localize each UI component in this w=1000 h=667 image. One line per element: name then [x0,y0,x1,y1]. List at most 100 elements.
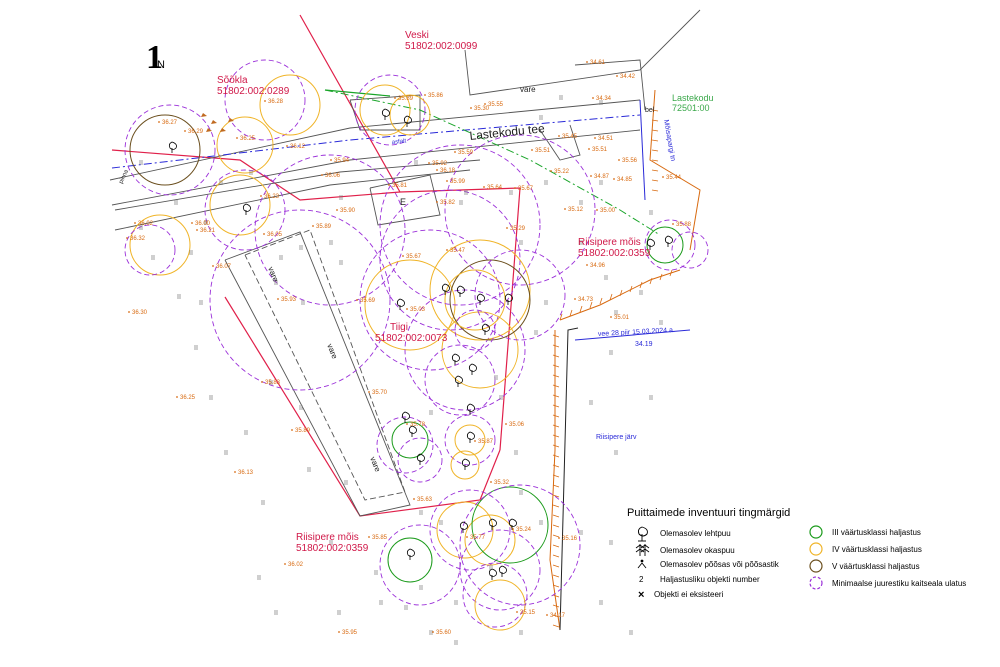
water-note: vee 28 piir 15.03.2024 a. [598,327,675,338]
root-protection-circle [404,289,526,411]
legend-label-shrub: Olemasolev põõsas või põõsastik [660,560,780,569]
hedge-mark [220,128,226,132]
parcel-labels: Veski 51802:002:0099 Sõõkla 51802:002:02… [217,30,651,554]
class-iii-canopy [387,537,433,583]
deciduous-tree-icon [406,548,415,560]
class-iv-canopy [454,424,486,456]
parcel-name-tiigi: Tiigi [390,322,408,333]
bel-label: bel [645,107,655,114]
elevation-point: 35.90 [336,208,356,214]
grass-mark [609,350,613,355]
root-protection-circle [671,231,709,269]
deciduous-tree-icon [456,285,465,297]
elevation-point: 35.83 [261,380,281,386]
grass-mark [244,430,248,435]
legend-number-symbol: 2 [639,575,644,584]
hut [369,174,441,226]
elevation-point: 36.13 [234,470,254,476]
north-letter: N [157,59,165,71]
pinna-label: pinna [118,168,130,184]
class-iii-canopy [391,421,429,459]
grass-mark [599,100,603,105]
deciduous-tree-icon [401,411,410,423]
elevation-point: 35.95 [338,630,358,636]
grass-mark [219,180,223,185]
elevation-label: 35.01 [614,315,630,321]
root-protection-circle [397,437,443,483]
legend-circle-root [809,576,823,590]
elevation-label: 35.00 [600,208,616,214]
elevation-point: 35.81 [388,183,408,189]
root-protection-circle [124,104,216,196]
elevation-point: 35.51 [531,148,551,154]
root-protection-circle [224,59,306,141]
elevation-label: 35.82 [440,200,456,206]
root-protection-circle [209,209,391,391]
root-protection-circle [379,524,461,606]
grass-mark [199,300,203,305]
grass-mark [301,300,305,305]
elevation-label: 35.89 [398,96,414,102]
elevation-label: 35.29 [510,226,526,232]
grass-mark [339,195,343,200]
elevation-label: 35.12 [568,207,584,213]
grass-mark [604,275,608,280]
grass-mark [329,540,333,545]
class-iv-canopy [129,214,191,276]
grass-mark [539,520,543,525]
elevation-point: 35.85 [368,535,388,541]
feature-labels: Lastekodu tee vare vare vare vare E Mõis… [118,85,676,474]
grass-mark [269,380,273,385]
elevation-label: 35.60 [436,630,452,636]
elevation-point: 35.92 [428,161,448,167]
elevation-label: 35.32 [494,480,510,486]
elevation-label: 35.90 [340,208,356,214]
elevation-point: 35.32 [490,480,510,486]
legend-label-iii: III väärtusklassi haljastus [832,528,921,537]
class-iv-canopy [450,450,480,480]
elevation-label: 35.22 [554,169,570,175]
elevation-point: 35.82 [436,200,456,206]
elevation-point: 36.23 [260,194,280,200]
class-iv-canopy [436,501,494,559]
elevation-point: 36.25 [236,136,256,142]
deciduous-tree-icon [664,235,673,247]
grass-mark [614,450,618,455]
elevation-label: 35.89 [316,224,332,230]
elevation-point: 36.06 [321,173,341,179]
elevation-label: 36.06 [325,173,341,179]
legend-label-v: V väärtusklassi haljastus [832,562,920,571]
parcel-name-veski: Veski [405,30,429,41]
elevation-label: 35.99 [450,179,466,185]
class-v-canopy [129,114,201,186]
parcel-boundaries [111,14,521,517]
elevation-point: 35.60 [432,630,452,636]
side-street-label: Mõisapargi tn [662,119,676,162]
elevation-point: 36.02 [284,562,304,568]
grass-mark [249,170,253,175]
elevation-label: 34.73 [578,297,594,303]
elevation-point: 35.89 [394,96,414,102]
deciduous-tree-icon [396,298,405,310]
class-iv-canopy [441,311,519,389]
parcel-code-veski: 51802:002:0099 [405,41,478,52]
legend-title: Puittaimede inventuuri tingmärgid [627,507,790,519]
utility-green-west [324,89,391,97]
legend-label-number: Haljastusliku objekti number [660,575,760,584]
elevation-label: 35.81 [392,183,408,189]
elevation-point: 36.05 [263,232,283,238]
utility-lines [111,89,691,631]
root-protection-circle [376,416,434,474]
elevation-label: 35.92 [432,161,448,167]
grass-mark [649,395,653,400]
grass-mark [494,375,498,380]
parcel-name-sookla: Sõõkla [217,75,248,86]
legend-label-deciduous: Olemasolev lehtpuu [660,529,731,538]
elevation-point: 35.29 [506,226,526,232]
root-protection-circle [462,562,528,628]
grass-mark [649,210,653,215]
elevation-point: 35.00 [596,208,616,214]
deciduous-tree-icon [381,108,390,120]
class-iii-canopy [471,486,549,564]
elevation-label: 35.78 [410,422,426,428]
